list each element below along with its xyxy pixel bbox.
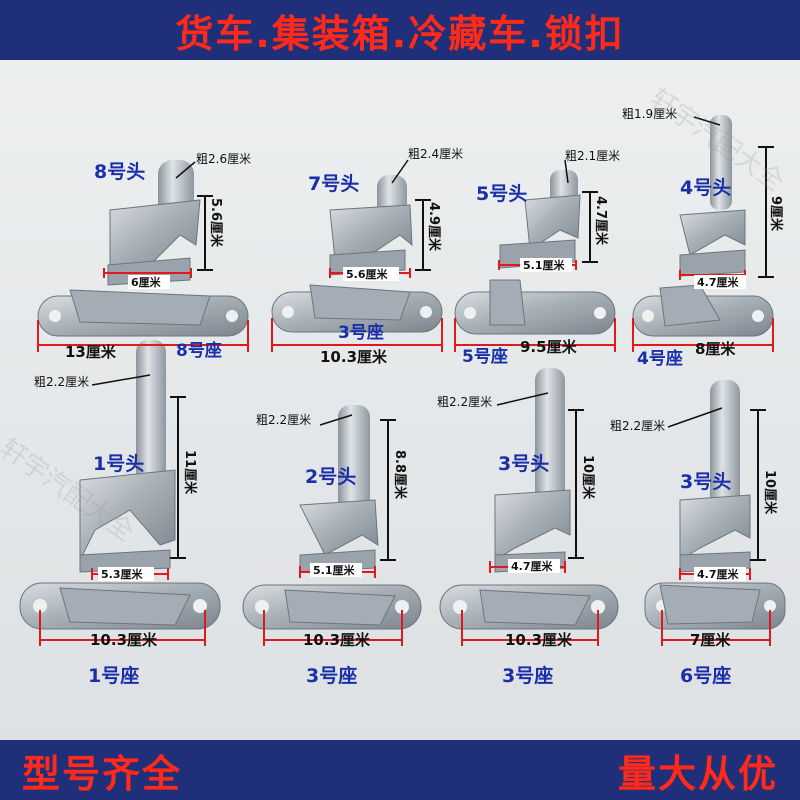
- label-head-8: 8号头: [94, 161, 145, 183]
- leader-lines: [91, 116, 723, 428]
- height-head-3a: 10厘米: [580, 455, 596, 500]
- label-seat-1: 1号座: [88, 664, 139, 687]
- length-seat-8: 13厘米: [65, 343, 117, 361]
- lock-head-1: [79, 340, 176, 573]
- length-seat-5: 9.5厘米: [520, 338, 578, 356]
- footer-banner: 型号齐全 量大从优: [0, 740, 800, 800]
- width-head-5: 5.1厘米: [523, 258, 565, 272]
- thickness-head-2: 粗2.2厘米: [256, 413, 311, 427]
- label-seat-3-top: 3号座: [338, 322, 384, 343]
- height-head-7: 4.9厘米: [426, 202, 442, 252]
- height-head-8: 5.6厘米: [208, 198, 224, 248]
- thickness-head-1: 粗2.2厘米: [34, 375, 89, 389]
- label-head-7: 7号头: [308, 173, 359, 195]
- label-head-1: 1号头: [93, 453, 144, 475]
- thickness-head-4: 粗1.9厘米: [622, 107, 677, 121]
- title-banner: 货车.集装箱.冷藏车.锁扣: [0, 0, 800, 60]
- lock-seat-1: [19, 582, 221, 630]
- lock-seat-5: [454, 279, 616, 335]
- label-seat-4: 4号座: [637, 348, 683, 369]
- lock-seat-3-top: [271, 284, 443, 333]
- length-seat-1: 10.3厘米: [90, 631, 158, 649]
- height-head-1: 11厘米: [182, 450, 198, 495]
- thickness-head-5: 粗2.1厘米: [565, 149, 620, 163]
- footer-left-text: 型号齐全: [22, 751, 183, 796]
- height-head-5: 4.7厘米: [593, 196, 609, 246]
- lock-head-4: [679, 115, 746, 277]
- width-head-7: 5.6厘米: [346, 267, 388, 281]
- lock-seat-8: [37, 289, 249, 337]
- label-seat-6: 6号座: [680, 664, 731, 687]
- length-seat-3-top: 10.3厘米: [320, 348, 388, 366]
- height-head-3b: 10厘米: [762, 470, 778, 515]
- lock-seat-4: [632, 284, 774, 337]
- thickness-head-3b: 粗2.2厘米: [610, 419, 665, 433]
- label-seat-3a: 3号座: [306, 664, 357, 687]
- footer-right-text: 量大从优: [617, 751, 778, 796]
- lock-seat-3b: [439, 584, 619, 630]
- label-head-4: 4号头: [680, 177, 731, 199]
- height-lines: [170, 146, 774, 561]
- lock-seat-3a: [242, 584, 422, 630]
- product-photo: 8号头 7号头 5号头 4号头 1号头 2号头 3号头 3号头 8号座 3号座 …: [19, 107, 786, 687]
- thickness-head-8: 粗2.6厘米: [196, 152, 251, 166]
- label-head-3b: 3号头: [680, 471, 731, 493]
- width-head-8: 6厘米: [131, 275, 162, 289]
- height-head-4: 9厘米: [768, 196, 784, 232]
- title-text: 货车.集装箱.冷藏车.锁扣: [175, 11, 625, 56]
- width-head-1: 5.3厘米: [101, 567, 143, 581]
- label-head-3a: 3号头: [498, 453, 549, 475]
- length-seat-3b: 10.3厘米: [505, 631, 573, 649]
- label-head-2: 2号头: [305, 466, 356, 488]
- thickness-head-3a: 粗2.2厘米: [437, 395, 492, 409]
- width-head-2: 5.1厘米: [313, 563, 355, 577]
- length-seat-3a: 10.3厘米: [303, 631, 371, 649]
- lock-seat-6: [644, 582, 786, 630]
- height-head-2: 8.8厘米: [392, 450, 408, 500]
- lock-head-2: [299, 405, 379, 573]
- length-seat-4: 8厘米: [695, 340, 736, 358]
- thickness-head-7: 粗2.4厘米: [408, 147, 463, 161]
- label-seat-5: 5号座: [462, 346, 508, 367]
- label-head-5: 5号头: [476, 183, 527, 205]
- length-seat-6: 7厘米: [690, 631, 731, 649]
- width-head-3a: 4.7厘米: [511, 559, 553, 573]
- width-head-3b: 4.7厘米: [697, 567, 739, 581]
- label-seat-3b: 3号座: [502, 664, 553, 687]
- label-seat-8: 8号座: [176, 340, 222, 361]
- width-head-4: 4.7厘米: [697, 275, 739, 289]
